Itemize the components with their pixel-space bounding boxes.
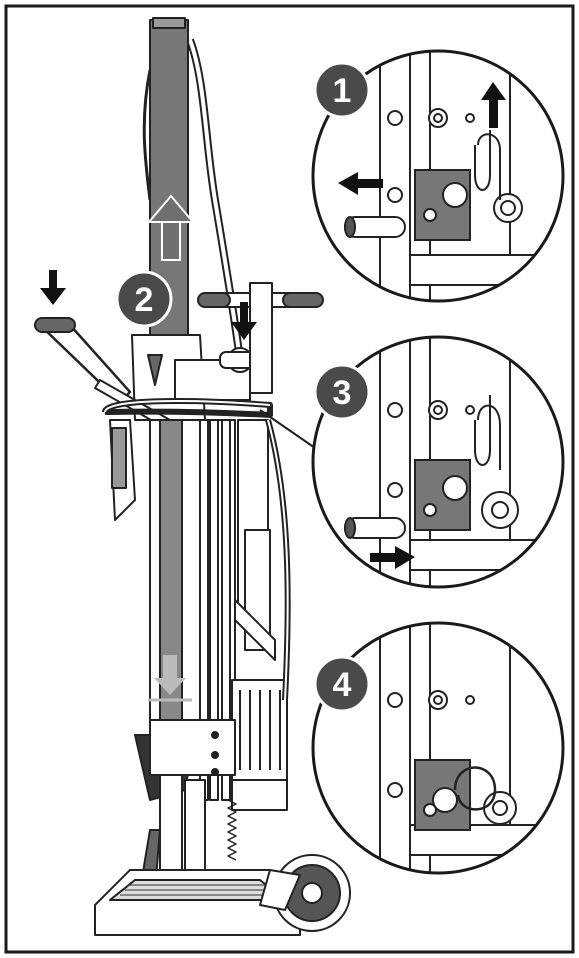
step-4-number: 4 — [333, 666, 352, 704]
step-3-number: 3 — [333, 374, 352, 412]
handle-grip-right — [282, 292, 324, 308]
step-1-number: 1 — [333, 72, 352, 110]
wedge-marker — [147, 354, 163, 386]
log-splitter — [34, 17, 351, 936]
step-3-badge: 3 — [313, 363, 371, 421]
arrow-right-pin — [370, 546, 415, 569]
arrow-down-lever — [40, 270, 66, 305]
step-1-badge: 1 — [313, 61, 371, 119]
callout-detail-4: 4 — [311, 621, 565, 875]
step-4-badge: 4 — [313, 655, 371, 713]
arrow-down-column — [148, 655, 192, 702]
step-2-badge: 2 — [115, 270, 173, 328]
arrow-up-column — [146, 194, 196, 261]
arrow-down-handle — [231, 302, 257, 340]
handle-grip-left — [197, 292, 231, 308]
callout-detail-3: 3 — [311, 335, 565, 589]
arrow-left-pin — [338, 172, 383, 195]
step-2-number: 2 — [135, 281, 154, 319]
arrow-up-clip — [481, 82, 506, 128]
callout-detail-1: 1 — [311, 49, 565, 303]
callout-leader — [259, 409, 319, 451]
